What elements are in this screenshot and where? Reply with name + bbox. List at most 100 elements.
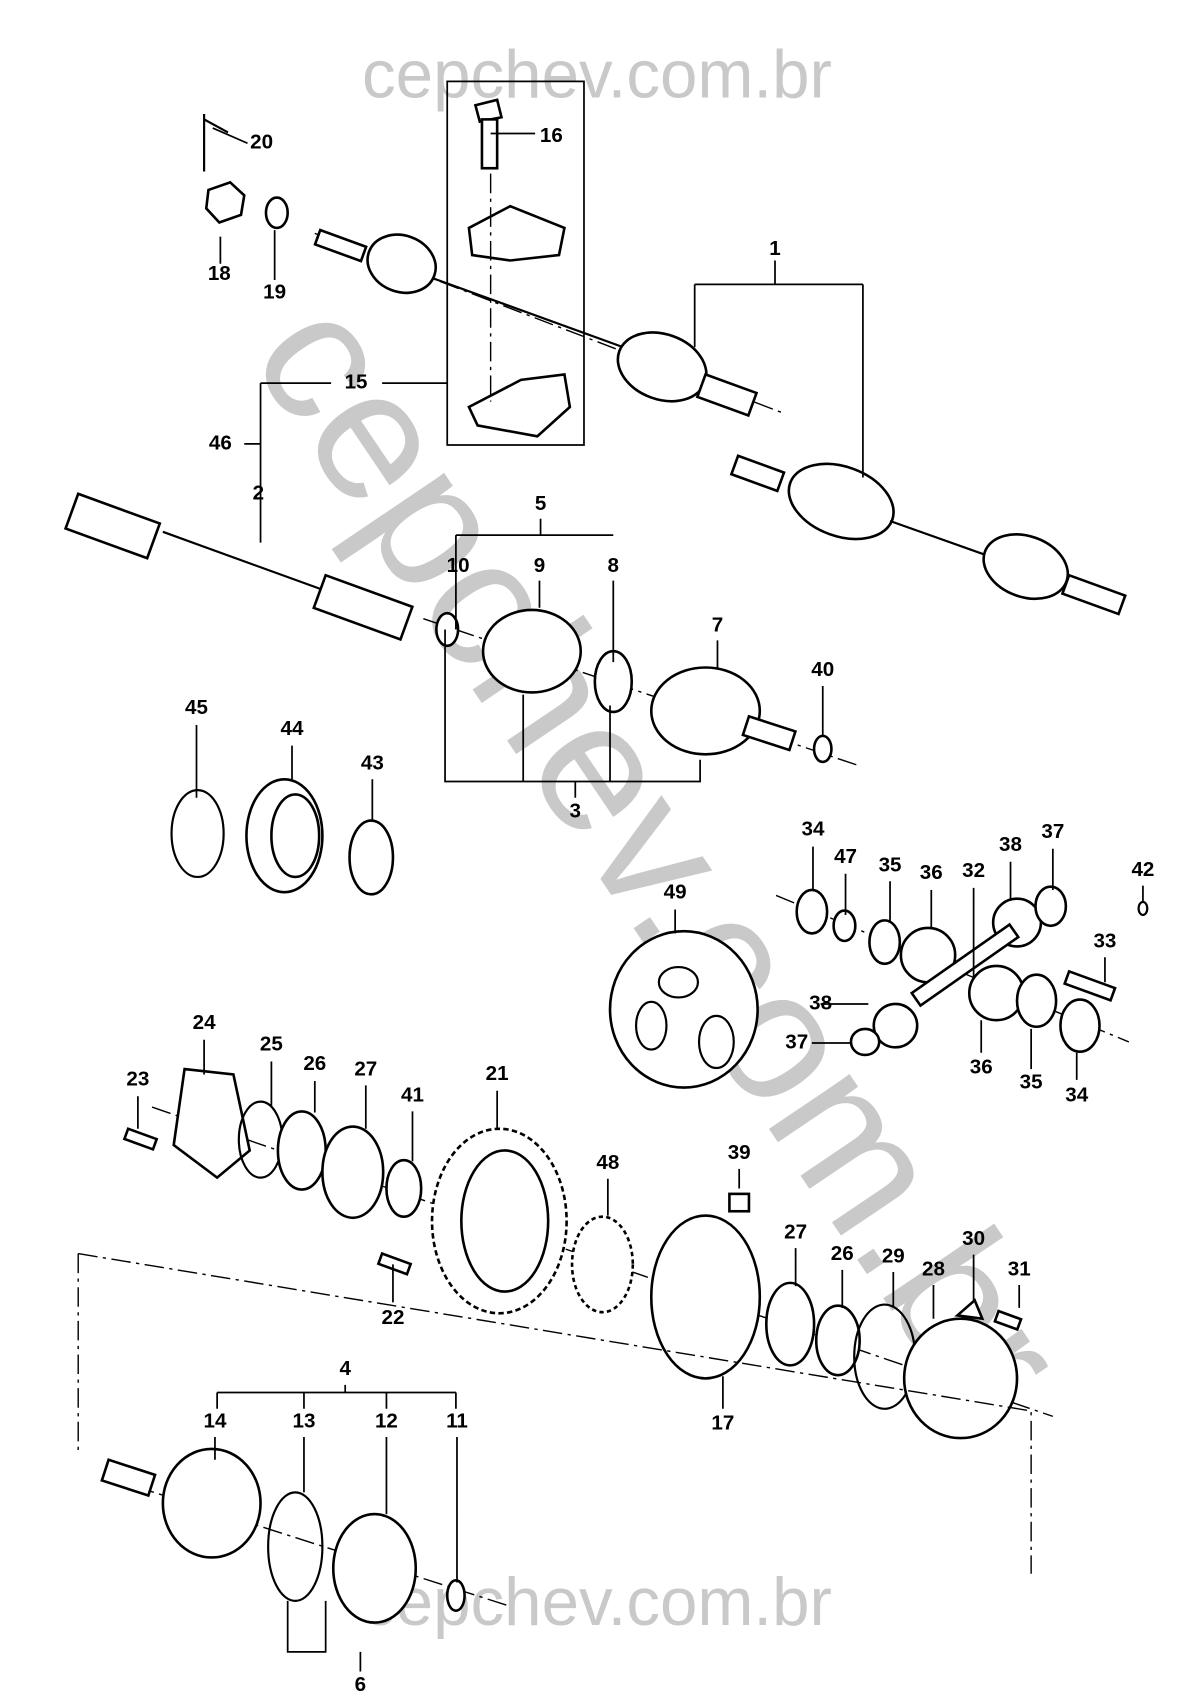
callout-34-lower: 34 [1065,1084,1088,1107]
callout-44: 44 [281,717,304,740]
boot-12 [331,1512,418,1624]
callout-21: 21 [486,1062,509,1085]
clip-42 [1137,900,1149,917]
callout-19: 19 [263,280,286,303]
callout-4: 4 [339,1357,351,1380]
callout-16: 16 [540,124,563,147]
shim-41 [385,1158,423,1218]
bolt-16 [473,98,504,170]
watermark-top: cepchev.com.br [362,38,832,113]
washer-19 [264,196,289,230]
callout-11: 11 [446,1409,468,1432]
plate-30 [954,1298,985,1321]
diff-housing-17 [649,1214,762,1380]
callout-46: 46 [209,431,232,454]
callout-28: 28 [922,1257,945,1280]
callout-7: 7 [712,614,723,637]
ring-10 [435,611,460,648]
bolt-31 [993,1309,1023,1332]
callout-48: 48 [596,1151,619,1174]
gear-36-lower [967,964,1025,1022]
washer-47 [832,909,857,943]
callout-26-right: 26 [831,1242,854,1265]
gear-48 [570,1215,635,1314]
bracket-lower [467,372,572,438]
callout-9: 9 [534,554,545,577]
callout-42: 42 [1131,858,1154,881]
callout-33: 33 [1093,930,1116,953]
bracket-upper [467,204,566,262]
callout-25: 25 [260,1033,283,1056]
bearing-27-left [321,1125,385,1220]
stub-14 [100,1458,157,1498]
callout-36-upper: 36 [920,861,943,884]
callout-41: 41 [401,1084,424,1107]
callout-24: 24 [193,1011,216,1034]
callout-2: 2 [253,481,264,504]
callout-34-upper: 34 [802,818,825,841]
callout-27-right: 27 [784,1220,807,1243]
callout-13: 13 [292,1409,315,1432]
bearing-26-right [814,1304,861,1377]
bearing-26-left [276,1110,327,1191]
washer-34-upper [795,888,829,935]
washer-35-upper [868,919,902,966]
joint-14 [161,1447,262,1559]
callout-32: 32 [962,859,985,882]
gear-38-lower [872,1002,919,1049]
callout-49: 49 [664,881,687,904]
bolt-23 [122,1127,159,1152]
callout-18: 18 [208,262,231,285]
washer-37-lower [849,1027,881,1057]
callout-3: 3 [570,799,581,822]
callout-47: 47 [834,845,857,868]
callout-31: 31 [1008,1257,1031,1280]
boot-7 [649,666,762,756]
cover-28 [902,1317,1019,1440]
callout-27-left: 27 [354,1058,377,1081]
callout-36-lower: 36 [970,1055,993,1078]
callout-29: 29 [882,1244,905,1267]
callout-35-lower: 35 [1020,1071,1043,1094]
front-axle-shaft-upper [313,228,782,418]
stub-7 [741,714,798,752]
callout-30: 30 [962,1227,985,1250]
callout-35-upper: 35 [879,854,902,877]
callout-22: 22 [381,1306,404,1329]
bolt-22 [376,1251,413,1276]
intermediate-shaft-2 [63,492,415,642]
callout-26-left: 26 [303,1052,326,1075]
clamp-11 [445,1578,466,1612]
watermark-bottom: cepchev.com.br [362,1565,832,1640]
callout-6: 6 [355,1673,366,1696]
circlip-40 [812,734,833,764]
callout-38-lower: 38 [809,991,832,1014]
callout-10: 10 [447,554,470,577]
bracket-group-box [446,80,585,446]
washer-35-lower [1015,973,1058,1029]
cotter-pin-20 [203,113,229,172]
pin-32 [909,922,1021,1008]
sleeve-39 [728,1192,751,1213]
flange-24 [172,1067,252,1180]
callout-14: 14 [203,1409,226,1432]
differential-case-49 [608,929,759,1089]
boot-9 [481,608,583,694]
callout-20: 20 [250,131,273,154]
callout-15: 15 [345,371,368,394]
washer-34-lower [1059,998,1101,1054]
callout-45: 45 [185,696,208,719]
washer-37-upper [1034,885,1068,928]
callout-40: 40 [811,658,834,681]
callout-5: 5 [535,492,546,515]
snap-ring-45 [170,789,225,879]
callout-38-upper: 38 [999,833,1022,856]
seal-43 [348,819,395,896]
callout-12: 12 [375,1409,398,1432]
callout-8: 8 [608,554,619,577]
callout-23: 23 [126,1067,149,1090]
clamp-13 [267,1491,324,1602]
callout-1: 1 [769,237,780,260]
callout-39: 39 [728,1141,751,1164]
